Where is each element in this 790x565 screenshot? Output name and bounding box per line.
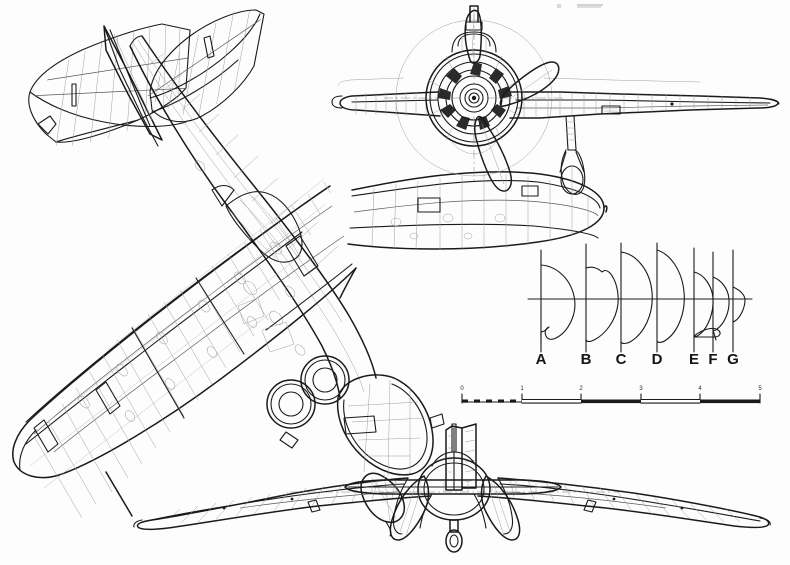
scale-bar-subdivisions [462,399,516,403]
front-wing-right [509,91,780,119]
scale-tick-4: 4 [698,386,702,392]
section-label-d: D [651,351,663,368]
scan-artifact-bar-2 [577,6,601,8]
fuselage-sections [527,242,753,353]
plan-view [12,9,608,537]
section-label-c: C [615,351,627,368]
plan-wing-root-detail [237,297,295,353]
propeller-blades [464,9,560,192]
scale-bar [461,393,761,404]
plan-main-wing-starboard [347,171,608,250]
scale-tick-5: 5 [758,386,762,392]
section-profile-C [620,251,653,345]
section-profile-E [693,271,721,338]
rear-horizontal-stabiliser [344,479,562,495]
scale-tick-1: 1 [520,386,524,392]
scale-tick-2: 2 [579,386,583,392]
section-profile-A [540,264,576,344]
front-landing-gear [559,115,586,195]
rear-view [133,423,771,553]
plan-cowl-rings [266,355,350,429]
section-label-f: F [708,351,718,368]
section-profile-B [585,266,619,343]
radial-cylinders [438,62,512,130]
scan-artifact-bar-1 [577,4,603,6]
plan-vertical-fin [103,25,163,147]
front-upper-cowl [451,5,497,54]
front-view [331,5,780,195]
scale-bar-segments [522,399,760,404]
section-label-e: E [688,351,700,368]
plan-fuselage [129,35,377,399]
scan-artifact-dot [557,4,561,8]
section-label-a: A [535,351,547,368]
section-profile-D [656,249,685,343]
rear-wing-left [133,477,433,535]
plan-main-wing [12,175,357,519]
scale-tick-3: 3 [639,386,643,392]
section-label-b: B [580,351,592,368]
section-profile-G [732,286,746,323]
section-profile-F [712,276,730,341]
scale-tick-0: 0 [460,386,464,392]
scan-artifact-mark [557,4,603,8]
rear-fuselage [389,423,521,553]
front-engine-cowling [425,49,523,147]
front-wing-left [331,91,441,117]
section-label-g: G [727,351,739,368]
